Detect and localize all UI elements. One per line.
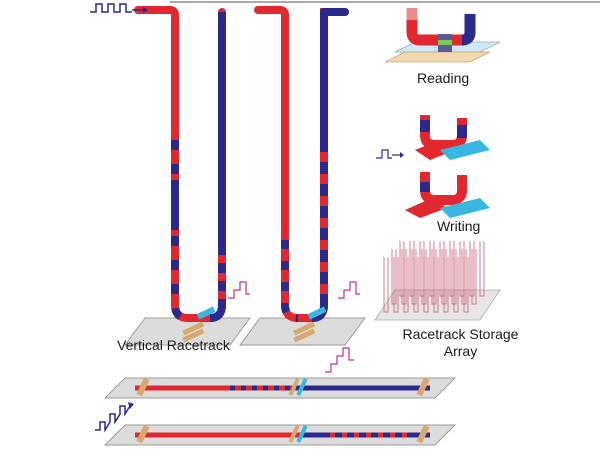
arrow-head-icon	[400, 152, 404, 158]
inset-wire-blue	[461, 14, 476, 46]
domain-walls	[171, 140, 192, 322]
arrow-head-icon	[128, 402, 134, 409]
vertical-racetrack-1	[124, 6, 251, 346]
horizontal-racetrack-2	[103, 424, 457, 446]
read-signal-icon	[338, 281, 360, 299]
inset-write-wire	[440, 198, 490, 218]
vertical-racetrack-2	[239, 6, 366, 346]
array-wire	[403, 257, 409, 313]
inset-wire-blue	[420, 120, 467, 138]
reader-element	[296, 377, 308, 397]
inset-wire	[420, 115, 467, 150]
writing-inset-2	[405, 172, 490, 218]
inset-write-wire	[415, 140, 455, 160]
write-pulse-icon	[90, 3, 132, 13]
array-wire	[463, 257, 469, 313]
write-contact	[416, 424, 430, 444]
reading-label: Reading	[417, 70, 470, 86]
inset-contact	[384, 51, 491, 63]
write-pulse-icon	[95, 405, 131, 433]
array-wire	[423, 257, 429, 313]
storage-array	[374, 241, 501, 321]
write-pulse-icon	[376, 149, 392, 159]
inset-write-wire	[405, 198, 447, 218]
inset-wire	[420, 172, 467, 205]
write-contact	[288, 377, 300, 397]
write-contact	[293, 328, 316, 343]
write-contact	[416, 377, 430, 397]
write-contact	[288, 424, 300, 444]
reading-inset	[384, 8, 501, 63]
write-contact	[293, 321, 316, 336]
array-wire	[453, 257, 459, 313]
array-wire	[433, 257, 439, 313]
vertical-racetrack-label: Vertical Racetrack	[117, 337, 230, 353]
write-contact	[136, 377, 150, 397]
write-contact	[182, 321, 205, 336]
read-signal-icon	[228, 281, 250, 299]
domain-segment-blue	[209, 12, 226, 322]
write-contact	[136, 424, 150, 444]
horizontal-racetrack-1	[103, 347, 457, 399]
array-wire	[443, 257, 449, 313]
array-wire	[479, 241, 485, 297]
inset-write-wire	[440, 140, 490, 160]
storage-array-label-line2: Array	[443, 343, 478, 359]
arrow-head-icon	[143, 7, 148, 13]
read-stack-layer	[438, 40, 452, 45]
array-wire	[413, 257, 419, 313]
domain-walls	[281, 240, 299, 322]
reader-element	[296, 424, 308, 444]
array-wire	[383, 257, 389, 313]
reader-element	[307, 306, 327, 320]
write-contact	[182, 328, 205, 343]
array-wire	[393, 257, 399, 313]
array-wires	[383, 241, 485, 313]
array-wire	[471, 249, 477, 305]
writing-inset-1	[376, 115, 490, 160]
storage-array-label-line1: Racetrack Storage	[402, 326, 519, 342]
racetrack-wire	[254, 6, 349, 322]
reader-element	[196, 306, 216, 320]
racetrack-wire	[134, 6, 226, 322]
read-signal-icon	[325, 347, 354, 373]
writing-label: Writing	[437, 218, 481, 234]
